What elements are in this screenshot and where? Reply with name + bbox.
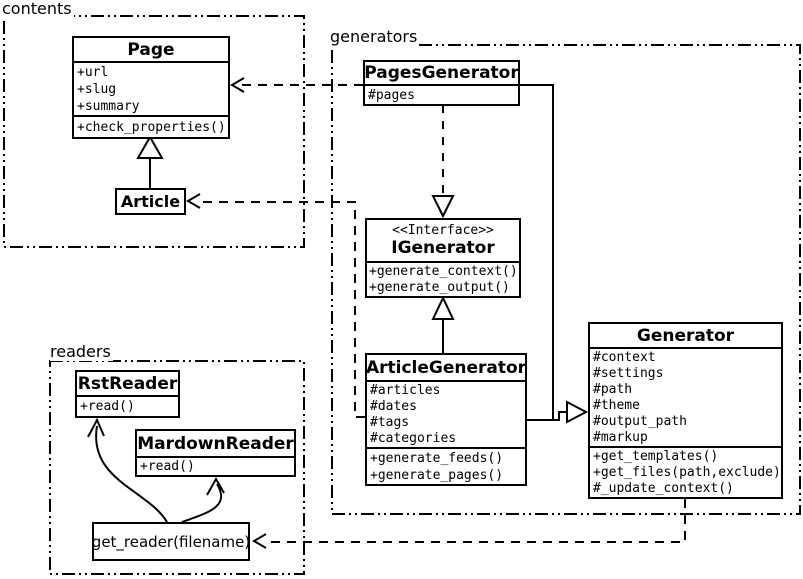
arrowhead-rstreader — [87, 417, 105, 438]
class-name-page: Page — [127, 39, 175, 60]
attributes-page: +url +slug +summary — [74, 61, 228, 115]
method: +generate_pages() — [370, 468, 504, 483]
class-name-article: Article — [120, 192, 181, 211]
attribute: +summary — [77, 99, 140, 114]
method: +generate_output() — [369, 280, 510, 295]
package-label-contents: contents — [2, 0, 74, 18]
method: +get_files(path,exclude) — [593, 465, 781, 480]
class-box-generator: Generator #context #settings #path #them… — [588, 322, 783, 499]
methods-articlegenerator: +generate_feeds() +generate_pages() — [367, 447, 525, 484]
inheritance-triangle-article-to-page — [136, 134, 164, 159]
attribute: +url — [77, 65, 109, 80]
arrow-curve-getreader-to-mardownreader — [181, 483, 223, 523]
inheritance-triangle-generator-left — [566, 400, 589, 424]
methods-rstreader: +read() — [77, 395, 178, 416]
attribute: #settings — [593, 366, 664, 381]
attribute: #theme — [593, 398, 640, 413]
dependency-arrowhead-page — [230, 77, 245, 93]
class-name-rstreader: RstReader — [77, 373, 178, 394]
method: +generate_context() — [369, 264, 518, 279]
class-box-igenerator: <<Interface>> IGenerator +generate_conte… — [365, 218, 521, 298]
inheritance-line-pagesgenerator-to-generator — [520, 84, 554, 420]
inheritance-triangle-igenerator-bottom — [431, 295, 455, 320]
dependency-arrowhead-getreader — [252, 533, 267, 549]
arrowhead-mardownreader — [206, 476, 225, 496]
method: +check_properties() — [77, 120, 226, 135]
arrow-curve-getreader-to-rstreader — [95, 425, 168, 523]
dependency-line-articlegenerator-to-article — [197, 201, 365, 418]
attribute: #dates — [370, 399, 417, 414]
method: #_update_context() — [593, 481, 734, 496]
package-label-generators: generators — [330, 27, 420, 46]
method: +get_templates() — [593, 449, 719, 464]
package-label-readers: readers — [50, 342, 113, 361]
inheritance-line-articlegenerator-to-generator — [527, 411, 567, 421]
attribute: #articles — [370, 383, 441, 398]
attributes-generator: #context #settings #path #theme #output_… — [590, 347, 781, 446]
class-box-pagesgenerator: PagesGenerator #pages — [363, 60, 520, 106]
attribute: #pages — [368, 88, 415, 103]
class-name-generator: Generator — [636, 325, 735, 346]
class-box-mardownreader: MardownReader +read() — [135, 429, 296, 477]
methods-generator: +get_templates() +get_files(path,exclude… — [590, 446, 781, 497]
class-name-pagesgenerator: PagesGenerator — [364, 63, 519, 83]
class-title-igenerator: <<Interface>> IGenerator — [367, 220, 519, 261]
method: +read() — [80, 399, 135, 414]
class-box-page: Page +url +slug +summary +check_properti… — [72, 36, 230, 139]
class-name-igenerator: IGenerator — [391, 238, 495, 258]
dependency-line-generator-to-getreader — [264, 499, 686, 543]
attribute: #categories — [370, 431, 457, 446]
attribute: #tags — [370, 415, 410, 430]
stereotype-igenerator: <<Interface>> — [392, 223, 494, 238]
attribute: #output_path — [593, 414, 687, 429]
package-border-generators — [331, 44, 801, 515]
method: +generate_feeds() — [370, 451, 504, 466]
realization-triangle-igenerator-top — [431, 195, 455, 219]
methods-page: +check_properties() — [74, 115, 228, 137]
attributes-articlegenerator: #articles #dates #tags #categories — [367, 380, 525, 447]
methods-igenerator: +generate_context() +generate_output() — [367, 261, 519, 296]
class-box-article: Article — [115, 188, 186, 215]
class-box-rstreader: RstReader +read() — [75, 370, 180, 418]
function-box-get-reader: get_reader(filename) — [92, 522, 250, 561]
package-border-contents — [3, 15, 305, 248]
attribute: #path — [593, 382, 633, 397]
methods-mardownreader: +read() — [137, 456, 294, 475]
package-border-readers — [49, 360, 305, 575]
class-name-mardownreader: MardownReader — [137, 433, 294, 454]
attributes-pagesgenerator: #pages — [365, 84, 518, 104]
method: +read() — [140, 459, 195, 474]
attribute: #context — [593, 350, 656, 365]
class-box-articlegenerator: ArticleGenerator #articles #dates #tags … — [365, 353, 527, 486]
attribute: +slug — [77, 82, 117, 97]
class-name-articlegenerator: ArticleGenerator — [365, 357, 527, 378]
attribute: #markup — [593, 430, 648, 445]
dependency-arrowhead-article — [186, 193, 201, 209]
